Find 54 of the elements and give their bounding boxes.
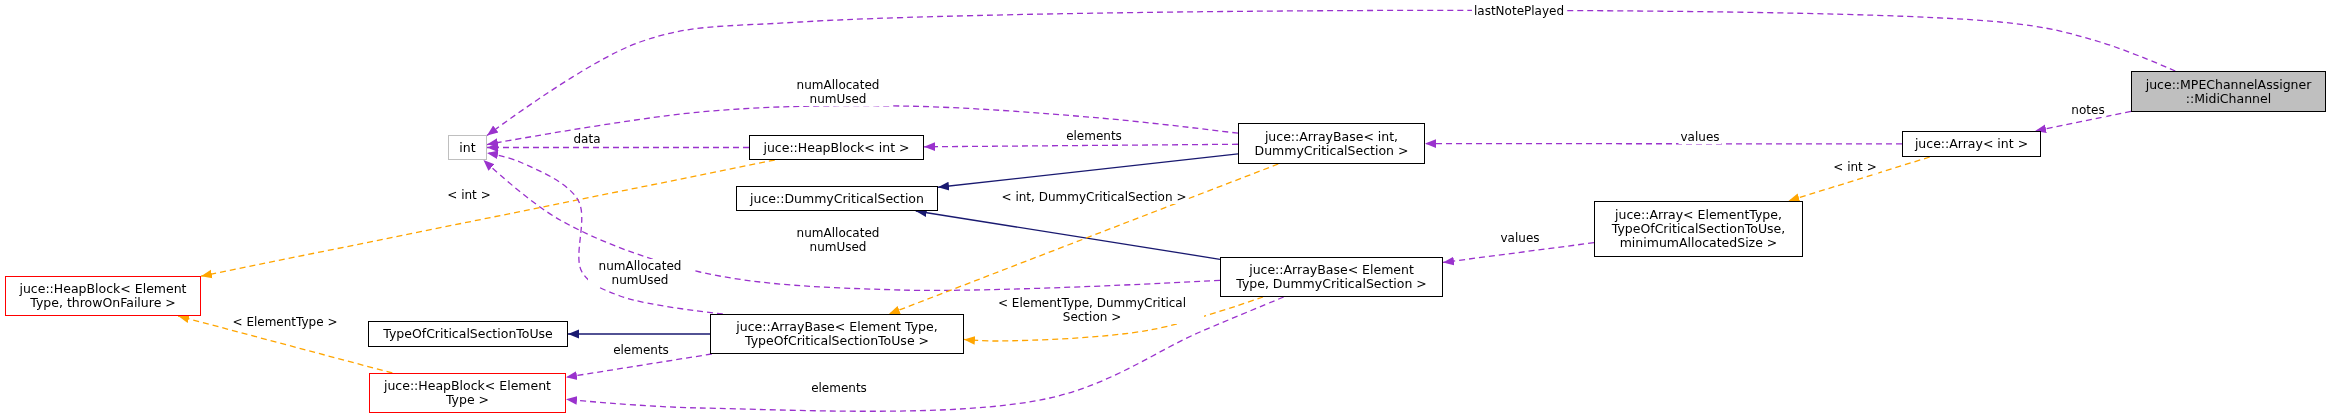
edge-label: lastNotePlayed — [1471, 4, 1567, 18]
edge-label: elements — [809, 381, 869, 395]
arrow — [177, 314, 393, 374]
class-box — [749, 135, 924, 160]
class-box — [1902, 131, 2041, 157]
arrow — [486, 9, 2176, 137]
arrow — [1424, 139, 1903, 148]
class-name: juce::HeapBlock< Element Type, throwOnFailure > — [18, 282, 188, 310]
arrow — [482, 159, 1221, 292]
arrow — [567, 329, 711, 339]
class-box — [736, 186, 938, 211]
edge-label: < int, DummyCriticalSection > — [999, 190, 1189, 204]
class-name: juce::ArrayBase< Element Type, DummyCriticalSection > — [1235, 263, 1428, 291]
class-name: int — [459, 140, 476, 155]
class-box — [368, 321, 568, 347]
arrow — [565, 296, 1285, 412]
class-box — [2131, 71, 2326, 112]
edge-label: numAllocated numUsed — [588, 259, 692, 287]
class-box — [1238, 123, 1425, 164]
arrow — [2034, 110, 2132, 134]
arrow — [486, 143, 750, 152]
edge-label: data — [571, 132, 603, 146]
class-name: juce::ArrayBase< int, DummyCriticalSection > — [1253, 129, 1410, 158]
edge-label: values — [1498, 231, 1542, 245]
class-name: TypeOfCriticalSectionToUse — [383, 327, 553, 341]
arrow — [923, 142, 1239, 152]
class-box — [1594, 201, 1803, 257]
class-box — [448, 135, 487, 160]
edge-label: values — [1678, 130, 1722, 144]
edge-label: < int > — [1831, 160, 1879, 174]
class-name: juce::Array< int > — [1914, 137, 2029, 151]
arrow — [1442, 242, 1595, 266]
edge-label: < int > — [445, 188, 493, 202]
arrow — [486, 105, 1239, 147]
class-name: juce::HeapBlock< Element Type > — [382, 379, 553, 407]
class-name: juce::HeapBlock< int > — [763, 140, 910, 155]
class-box — [1220, 257, 1443, 297]
class-box — [710, 314, 964, 354]
edge-label: elements — [611, 343, 671, 357]
arrow — [1787, 156, 1931, 202]
class-name: juce::ArrayBase< Element Type, TypeOfCriticalSectionToUse > — [735, 320, 939, 348]
class-name: juce::MPEChannelAssigner ::MidiChannel — [2144, 77, 2313, 106]
class-box — [5, 276, 201, 316]
arrow — [200, 159, 776, 279]
edge-label: notes — [2069, 103, 2107, 117]
edge-label: < ElementType > — [230, 315, 340, 329]
class-box — [369, 373, 566, 413]
arrow — [565, 353, 713, 380]
edge-label: elements — [1064, 129, 1124, 143]
arrow — [963, 296, 1264, 345]
arrow — [937, 153, 1239, 191]
arrow — [888, 163, 1279, 315]
class-name: juce::Array< ElementType, TypeOfCriticalSectionToUse, minimumAllocatedSize > — [1610, 208, 1787, 250]
class-name: juce::DummyCriticalSection — [750, 191, 924, 206]
